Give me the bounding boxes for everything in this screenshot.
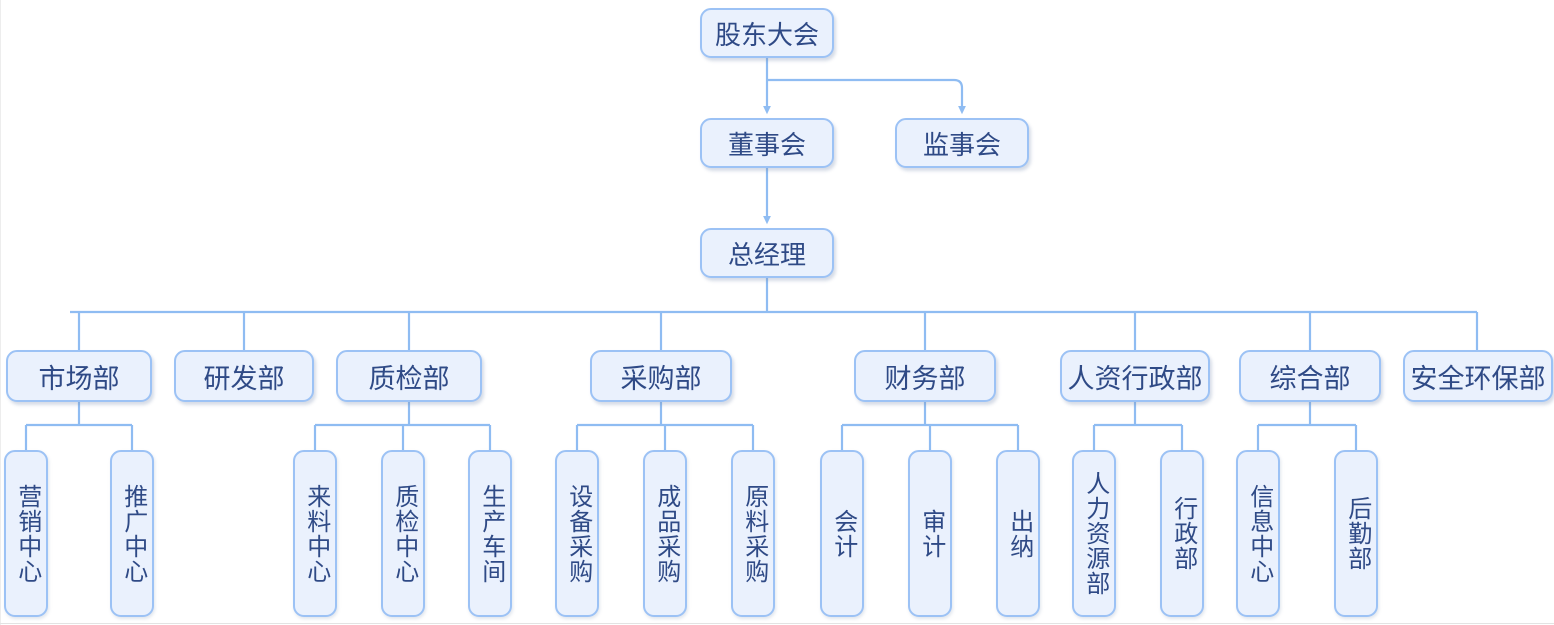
node-label: 质检部 — [368, 363, 450, 394]
node-label: 人力资源部 — [1081, 471, 1108, 596]
node-label: 出纳 — [1005, 508, 1032, 559]
department-finance[interactable]: 财务部 — [854, 350, 996, 402]
sub-department-finance-2[interactable]: 出纳 — [996, 450, 1040, 617]
sub-department-qc-0[interactable]: 来料中心 — [293, 450, 337, 617]
node-general-manager[interactable]: 总经理 — [700, 228, 834, 278]
sub-department-market-1[interactable]: 推广中心 — [110, 450, 154, 617]
canvas-left-border — [0, 0, 1, 625]
node-label: 审计 — [917, 508, 944, 559]
canvas-bottom-border — [0, 623, 1554, 624]
sub-department-market-0[interactable]: 营销中心 — [4, 450, 48, 617]
sub-department-finance-1[interactable]: 审计 — [908, 450, 952, 617]
node-label: 采购部 — [620, 363, 702, 394]
sub-department-qc-1[interactable]: 质检中心 — [381, 450, 425, 617]
department-qc[interactable]: 质检部 — [336, 350, 482, 402]
sub-department-purchase-1[interactable]: 成品采购 — [643, 450, 687, 617]
node-label: 财务部 — [884, 363, 966, 394]
node-label: 研发部 — [203, 363, 285, 394]
department-purchase[interactable]: 采购部 — [590, 350, 732, 402]
node-label: 市场部 — [38, 363, 120, 394]
department-safety[interactable]: 安全环保部 — [1403, 350, 1553, 402]
node-label: 质检中心 — [390, 483, 417, 584]
node-label: 后勤部 — [1343, 496, 1370, 571]
node-label: 来料中心 — [302, 483, 329, 584]
node-label: 股东大会 — [714, 20, 819, 50]
sub-department-hradmin-1[interactable]: 行政部 — [1160, 450, 1204, 617]
node-label: 设备采购 — [564, 483, 591, 584]
node-label: 人资行政部 — [1067, 363, 1203, 394]
department-market[interactable]: 市场部 — [6, 350, 152, 402]
department-general[interactable]: 综合部 — [1239, 350, 1381, 402]
node-label: 成品采购 — [652, 483, 679, 584]
node-shareholders-meeting[interactable]: 股东大会 — [700, 8, 834, 58]
department-rd[interactable]: 研发部 — [174, 350, 314, 402]
node-label: 行政部 — [1169, 496, 1196, 571]
department-hradmin[interactable]: 人资行政部 — [1060, 350, 1210, 402]
sub-department-purchase-2[interactable]: 原料采购 — [731, 450, 775, 617]
node-label: 会计 — [829, 508, 856, 559]
node-label: 营销中心 — [13, 483, 40, 584]
node-board-of-directors[interactable]: 董事会 — [700, 118, 834, 168]
node-board-of-supervisors[interactable]: 监事会 — [895, 118, 1029, 168]
sub-department-purchase-0[interactable]: 设备采购 — [555, 450, 599, 617]
node-label: 总经理 — [727, 240, 806, 270]
node-label: 综合部 — [1269, 363, 1351, 394]
node-label: 安全环保部 — [1410, 363, 1546, 394]
node-label: 董事会 — [727, 130, 806, 160]
node-label: 生产车间 — [477, 483, 504, 584]
sub-department-qc-2[interactable]: 生产车间 — [468, 450, 512, 617]
node-label: 信息中心 — [1245, 483, 1272, 584]
sub-department-finance-0[interactable]: 会计 — [820, 450, 864, 617]
sub-department-hradmin-0[interactable]: 人力资源部 — [1072, 450, 1116, 617]
sub-department-general-0[interactable]: 信息中心 — [1236, 450, 1280, 617]
node-label: 原料采购 — [740, 483, 767, 584]
node-label: 监事会 — [922, 130, 1001, 160]
node-label: 推广中心 — [119, 483, 146, 584]
sub-department-general-1[interactable]: 后勤部 — [1334, 450, 1378, 617]
